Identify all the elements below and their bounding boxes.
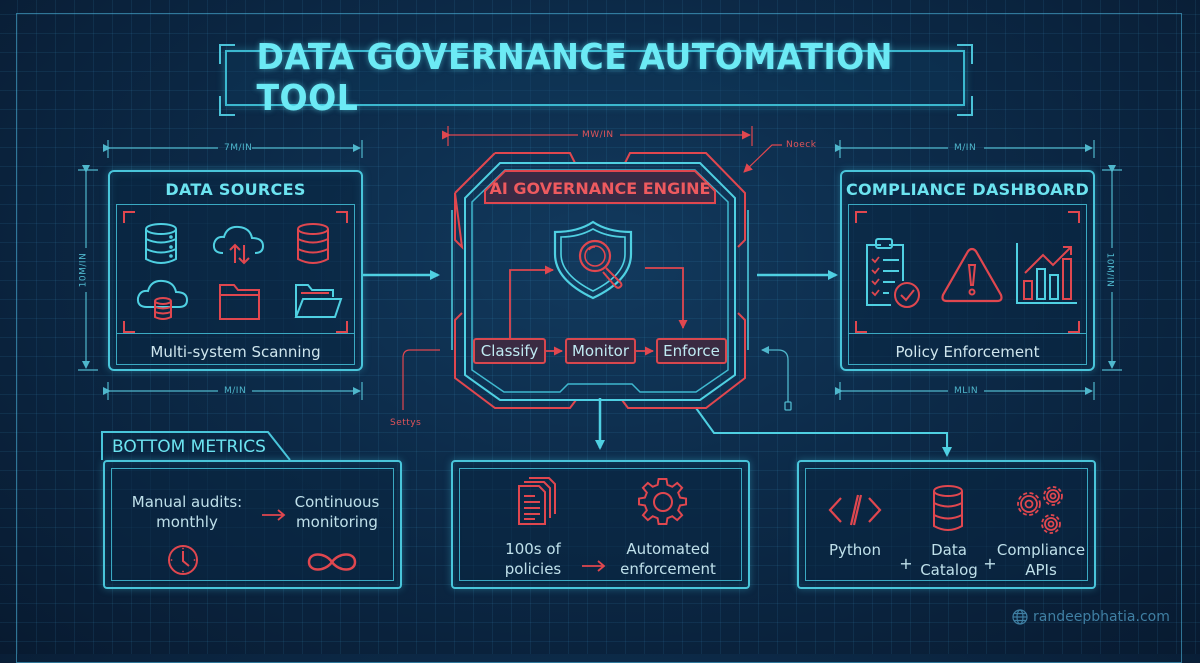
metric-to-line2: monitoring (296, 513, 378, 531)
tech-stack-inner (805, 468, 1088, 581)
dim-label-compliance-top: M/IN (954, 143, 977, 153)
callout-settys: Settys (390, 418, 422, 428)
divider (117, 333, 354, 334)
stack-item-python-label: Python (829, 541, 881, 559)
bracket-bl (855, 321, 867, 333)
title-corner-br (957, 96, 973, 116)
title-corner-tl (219, 44, 235, 64)
watermark: randeepbhatia.com (1012, 609, 1170, 625)
metric-to: Continuous monitoring (277, 492, 397, 532)
bracket-br (336, 321, 348, 333)
metric-from: Manual audits: monthly (117, 492, 257, 532)
stack-item-data-catalog-line1: Data (931, 541, 967, 559)
gears-icon (1017, 486, 1063, 534)
title-corner-tr (957, 44, 973, 64)
bracket-tl (123, 211, 135, 223)
stack-item-data-catalog: Data Catalog (911, 540, 987, 580)
step-classify: Classify (473, 338, 546, 364)
title-corner-bl (219, 96, 235, 116)
divider (849, 333, 1086, 334)
data-sources-inner: Multi-system Scanning (116, 204, 355, 365)
arrow-right-icon (582, 560, 606, 572)
cloud-sync-icon (212, 225, 265, 265)
stack-item-data-catalog-line2: Catalog (920, 561, 978, 579)
policies-panel: 100s of policies Automated enforcement (451, 460, 750, 589)
gear-icon (638, 477, 688, 526)
plus-separator: + (983, 554, 997, 573)
globe-icon (1012, 609, 1028, 625)
bottom-metrics-inner (111, 468, 394, 581)
metric-to-line1: Continuous (294, 493, 380, 511)
folder-icon (219, 284, 260, 320)
bottom-metrics-label: BOTTOM METRICS (112, 437, 266, 457)
dim-label-compliance-bottom: MLIN (954, 386, 979, 396)
database-icon (145, 223, 177, 264)
bracket-tl (855, 211, 867, 223)
policies-to: Automated enforcement (603, 539, 733, 579)
metric-from-line2: monthly (156, 513, 218, 531)
engine-title: AI GOVERNANCE ENGINE (489, 178, 711, 198)
step-enforce: Enforce (656, 338, 727, 364)
shield-search-icon (553, 220, 633, 300)
bracket-bl (123, 321, 135, 333)
compliance-dashboard-title: COMPLIANCE DASHBOARD (845, 180, 1090, 199)
checklist-clipboard-icon (866, 238, 920, 308)
data-sources-panel: DATA SOURCES Multi-system Sc (108, 170, 363, 371)
bottom-metrics-panel: Manual audits: monthly Continuous monito… (103, 460, 402, 589)
tech-stack-panel: Python + Data Catalog + Compliance APIs (797, 460, 1096, 589)
dim-label-data-sources-bottom: M/IN (224, 386, 247, 396)
data-sources-caption: Multi-system Scanning (150, 343, 321, 361)
policies-to-line2: enforcement (620, 560, 716, 578)
policies-from: 100s of policies (473, 539, 593, 579)
cloud-database-icon (136, 279, 189, 320)
bottom-metrics-tab-shape (101, 431, 291, 461)
bar-chart-trend-icon (1016, 243, 1077, 304)
code-icon (828, 494, 882, 526)
warning-icon (941, 247, 1003, 303)
watermark-text: randeepbhatia.com (1033, 609, 1170, 625)
policies-inner (459, 468, 742, 581)
arrow-right-icon (262, 509, 286, 521)
policies-from-line1: 100s of (505, 540, 561, 558)
dim-label-compliance-right: 10M/IN (1104, 252, 1115, 288)
dim-label-data-sources-left: 10M/IN (78, 252, 89, 288)
policies-to-line1: Automated (626, 540, 710, 558)
step-monitor: Monitor (565, 338, 636, 364)
compliance-inner: Policy Enforcement (848, 204, 1087, 365)
bracket-tr (1068, 211, 1080, 223)
compliance-caption: Policy Enforcement (895, 343, 1040, 361)
open-folder-icon (294, 284, 343, 318)
dim-label-engine-top: MW/IN (582, 130, 614, 140)
stack-item-python: Python (813, 540, 897, 560)
policies-from-line2: policies (504, 560, 562, 578)
infinity-icon (307, 553, 357, 571)
data-sources-title: DATA SOURCES (165, 180, 306, 199)
database-icon (933, 485, 963, 531)
documents-icon (518, 477, 556, 525)
clock-icon (168, 545, 198, 575)
callout-noeck: Noeck (786, 140, 817, 150)
compliance-dashboard-panel: COMPLIANCE DASHBOARD Policy Enfor (840, 170, 1095, 371)
stack-item-compliance-apis-line1: Compliance (996, 541, 1086, 559)
database-icon-red (297, 223, 329, 264)
stack-item-compliance-apis: Compliance APIs (991, 540, 1091, 580)
metric-from-line1: Manual audits: (131, 493, 243, 511)
bracket-br (1068, 321, 1080, 333)
dim-label-data-sources-top: 7M/IN (224, 143, 253, 153)
bracket-tr (336, 211, 348, 223)
plus-separator: + (899, 554, 913, 573)
stack-item-compliance-apis-line2: APIs (1025, 561, 1057, 579)
